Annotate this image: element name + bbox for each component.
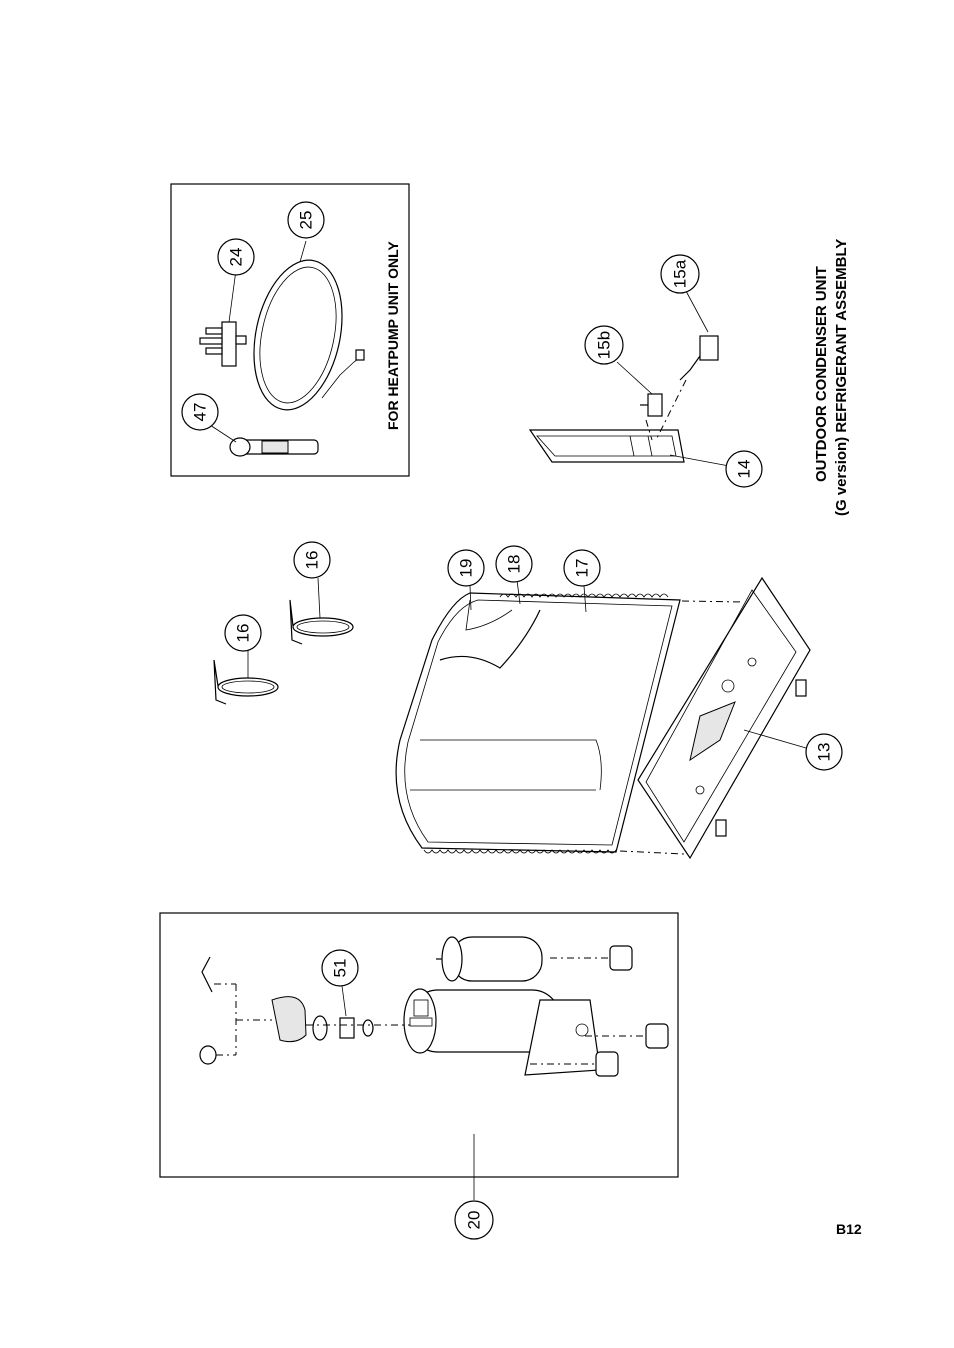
compressor-part [404, 989, 600, 1075]
callout-16-left: 16 [225, 615, 261, 651]
callout-25: 25 [288, 202, 324, 238]
svg-text:16: 16 [303, 551, 322, 570]
pipe-clip-part-b [290, 578, 353, 644]
four-way-valve-part [200, 270, 246, 366]
callout-19: 19 [448, 550, 484, 586]
svg-text:51: 51 [331, 959, 350, 978]
heater-ring-part [241, 241, 364, 418]
terminal-cover-part [200, 957, 410, 1064]
svg-text:17: 17 [573, 559, 592, 578]
diagram-title-line1: OUTDOOR CONDENSER UNIT [813, 266, 830, 482]
callout-18: 18 [496, 546, 532, 582]
svg-text:20: 20 [465, 1211, 484, 1230]
svg-text:25: 25 [297, 211, 316, 230]
svg-text:15a: 15a [671, 259, 690, 288]
callout-24: 24 [218, 239, 254, 275]
callout-14: 14 [726, 451, 762, 487]
callout-16-right: 16 [294, 542, 330, 578]
svg-text:16: 16 [234, 624, 253, 643]
callout-20: 20 [455, 1201, 493, 1239]
diagram-title-line2: (G version) REFRIGERANT ASSEMBLY [833, 239, 850, 516]
page-code: B12 [836, 1221, 862, 1237]
callout-15b: 15b [585, 326, 623, 364]
svg-text:47: 47 [191, 403, 210, 422]
valve-mount-plate-part [530, 430, 740, 468]
callout-47: 47 [182, 394, 218, 430]
svg-text:14: 14 [735, 460, 754, 479]
svg-text:13: 13 [815, 743, 834, 762]
svg-text:24: 24 [227, 248, 246, 267]
svg-text:19: 19 [457, 559, 476, 578]
heatpump-note: FOR HEATPUMP UNIT ONLY [385, 241, 401, 430]
service-valve-15b [617, 362, 662, 440]
accumulator-part [436, 937, 542, 981]
solenoid-part [210, 425, 318, 456]
service-valve-15a [656, 291, 718, 440]
svg-text:15b: 15b [595, 331, 614, 359]
callout-51: 51 [322, 950, 358, 986]
callout-17: 17 [564, 550, 600, 586]
svg-text:18: 18 [505, 555, 524, 574]
callout-15a: 15a [661, 255, 699, 293]
pipe-clip-part-a [214, 650, 278, 704]
callout-13: 13 [806, 734, 842, 770]
